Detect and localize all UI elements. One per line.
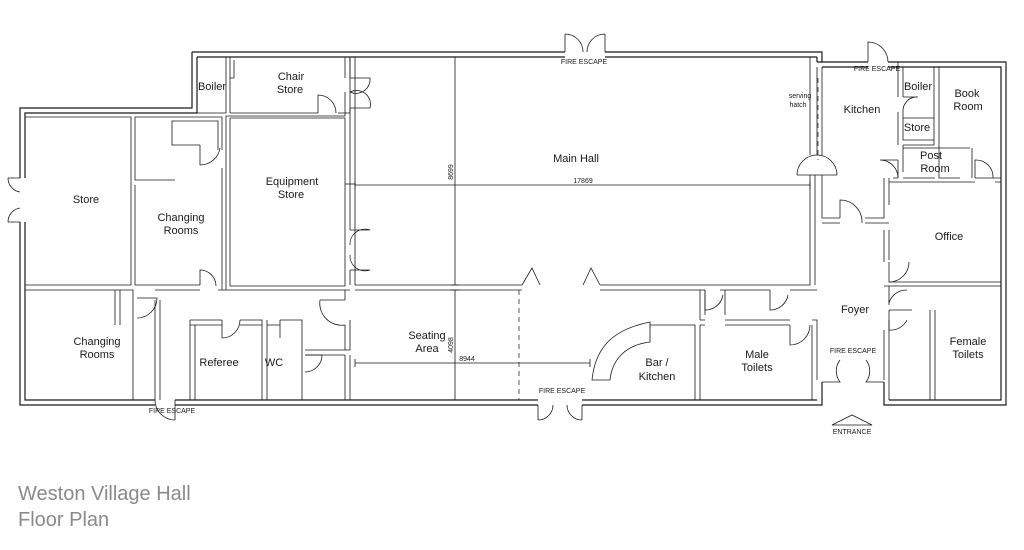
- door-swings: [7, 33, 994, 421]
- label-boiler-right: Boiler: [904, 81, 932, 93]
- label-fire-escape-kitchen: FIRE ESCAPE: [854, 66, 901, 73]
- label-post-room: Post: [920, 150, 942, 162]
- label-changing-bottom: Changing: [73, 336, 120, 348]
- label-main-hall: Main Hall: [553, 153, 599, 165]
- label-book-room-2: Room: [953, 101, 982, 113]
- label-fire-escape-foyer: FIRE ESCAPE: [830, 348, 877, 355]
- label-serving-hatch-2: hatch: [789, 102, 806, 109]
- label-store-left: Store: [73, 194, 99, 206]
- label-serving-hatch: serving: [789, 93, 812, 100]
- label-referee: Referee: [199, 357, 238, 369]
- label-male-toilets: Male: [745, 349, 769, 361]
- plan-subtitle: Floor Plan: [18, 509, 110, 531]
- label-office: Office: [935, 231, 964, 243]
- label-fire-escape-left: FIRE ESCAPE: [149, 408, 196, 415]
- label-bar-kitchen-2: Kitchen: [639, 371, 676, 383]
- label-seating-area-2: Area: [415, 343, 439, 355]
- label-changing-top: Changing: [157, 212, 204, 224]
- dashed-openings: [518, 78, 819, 400]
- label-fire-escape-top: FIRE ESCAPE: [561, 59, 608, 66]
- label-female-toilets: Female: [950, 336, 987, 348]
- plan-title: Weston Village Hall: [18, 483, 191, 505]
- dimension-lines: [354, 56, 811, 401]
- label-wc: WC: [265, 357, 283, 369]
- exit-labels: FIRE ESCAPE FIRE ESCAPE FIRE ESCAPE FIRE…: [149, 59, 901, 436]
- label-chair-store-2: Store: [277, 84, 303, 96]
- label-store-right: Store: [904, 122, 930, 134]
- label-equipment-store-2: Store: [278, 189, 304, 201]
- label-book-room: Book: [954, 88, 980, 100]
- dim-hall-width: 8699: [448, 164, 455, 180]
- label-equipment-store: Equipment: [266, 176, 319, 188]
- label-male-toilets-2: Toilets: [741, 362, 773, 374]
- dimension-labels: 17869 8699 8944 4098: [448, 164, 593, 363]
- outer-walls: [19, 51, 1007, 406]
- label-boiler-left: Boiler: [198, 81, 226, 93]
- label-changing-top-2: Rooms: [164, 225, 199, 237]
- label-post-room-2: Room: [920, 163, 949, 175]
- label-changing-bottom-2: Rooms: [80, 349, 115, 361]
- label-fire-escape-bottom: FIRE ESCAPE: [539, 388, 586, 395]
- label-seating-area: Seating: [408, 330, 445, 342]
- room-labels: Boiler Chair Store Equipment Store Store…: [73, 71, 986, 383]
- label-entrance: ENTRANCE: [833, 429, 872, 436]
- label-chair-store: Chair: [278, 71, 305, 83]
- interior-walls: [25, 57, 1001, 400]
- dim-seating-width: 4098: [448, 337, 455, 353]
- dim-hall-length: 17869: [573, 178, 593, 185]
- label-female-toilets-2: Toilets: [952, 349, 984, 361]
- entrance-symbol: [831, 414, 873, 426]
- label-bar-kitchen: Bar /: [645, 357, 669, 369]
- dim-seating-length: 8944: [459, 356, 475, 363]
- label-kitchen: Kitchen: [844, 104, 881, 116]
- label-foyer: Foyer: [841, 304, 869, 316]
